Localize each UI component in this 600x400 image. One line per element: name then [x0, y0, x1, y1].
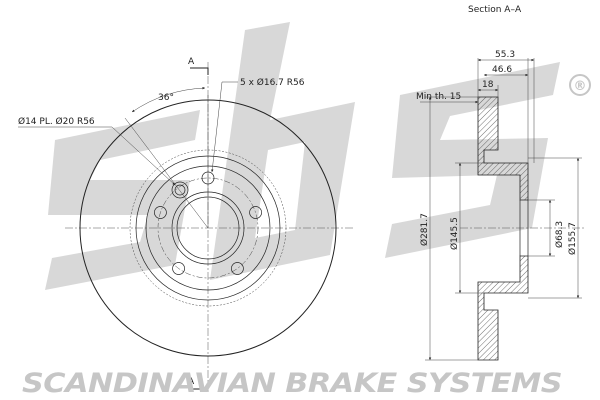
front-view: 36° A A 5 x Ø16.7 R56 Ø14 PL. Ø20 R56	[18, 57, 355, 392]
dim-thickness: 18	[482, 80, 494, 90]
dia-outer: Ø281.7	[419, 213, 430, 246]
section-marker-top	[190, 67, 209, 75]
section-marker-bottom-label: A	[188, 377, 195, 387]
registered-mark-text: ®	[574, 79, 587, 94]
section-marker-top-label: A	[188, 57, 195, 67]
dia-bore: Ø68.3	[554, 221, 565, 248]
angle-label: 36°	[158, 93, 174, 103]
dim-overall-width: 55.3	[495, 50, 515, 60]
section-marker-bottom	[190, 382, 209, 390]
bolt-hole	[172, 262, 185, 275]
company-name-watermark: SCANDINAVIAN BRAKE SYSTEMS	[22, 368, 562, 399]
small-holes-leader	[18, 126, 176, 186]
locating-hole-outer	[171, 181, 189, 199]
bolt-circle	[157, 177, 259, 279]
bolt-hole	[249, 206, 262, 219]
bolt-hole	[231, 262, 244, 275]
holes-label: 5 x Ø16.7 R56	[240, 77, 305, 88]
locating-hole-inner	[174, 184, 186, 196]
section-title: Section A–A	[468, 5, 522, 15]
disc-friction-inner-circle	[129, 149, 287, 307]
dia-hat: Ø155.7	[567, 222, 578, 255]
angle-ref-line-1	[124, 117, 209, 229]
bolt-hole	[154, 206, 167, 219]
logo-letter-b	[210, 22, 355, 280]
dim-hat-width: 46.6	[492, 65, 512, 75]
section-view: Section A–A 55.3 46.6 18 Min th. 15 Ø281…	[416, 5, 585, 361]
holes-leader	[211, 81, 238, 173]
angle-arc	[131, 86, 206, 113]
dia-inner: Ø145.5	[449, 217, 460, 250]
registered-mark: ®	[569, 74, 591, 96]
logo-letter-s1	[45, 110, 200, 290]
small-holes-label: Ø14 PL. Ø20 R56	[18, 116, 95, 127]
section-profile-lower	[477, 255, 529, 361]
